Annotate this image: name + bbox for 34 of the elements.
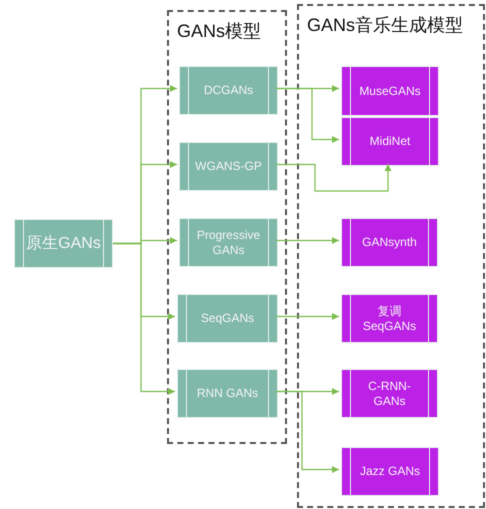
arrow [276,237,339,244]
group-title: GANs模型 [177,20,262,42]
box-label: MuseGANs [358,84,422,98]
process-box [179,66,278,115]
arrow [276,88,339,143]
box-label: Jazz GANs [358,464,421,479]
group-title: GANs音乐生成模型 [307,14,464,36]
process-box [14,219,113,268]
process-box [341,66,439,116]
dashed-group-frame [167,10,287,444]
box-label: SeqGANs [200,311,256,326]
box-label: 复调 SeqGANs [362,304,418,334]
box-label: MidiNet [368,134,412,149]
box-label: GANsynth [361,235,418,250]
box-label: C-RNN- GANs [367,378,412,408]
box-label: DCGANs [202,83,254,98]
box-label: WGANS-GP [194,159,263,174]
process-box [341,447,439,496]
process-box [341,218,438,267]
process-box [341,117,439,166]
process-box [179,142,278,191]
dashed-group-frame [297,4,485,508]
box-label: Progressive GANs [196,228,262,258]
process-box [177,294,278,343]
process-box [341,294,438,343]
process-box [179,218,278,267]
process-box [177,369,278,418]
arrow [276,390,339,473]
process-box [341,369,438,418]
arrow [113,242,175,395]
box-label: RNN GANs [196,386,260,401]
box-label: 原生GANs [25,234,102,254]
arrow [276,313,339,320]
arrow [276,164,392,192]
